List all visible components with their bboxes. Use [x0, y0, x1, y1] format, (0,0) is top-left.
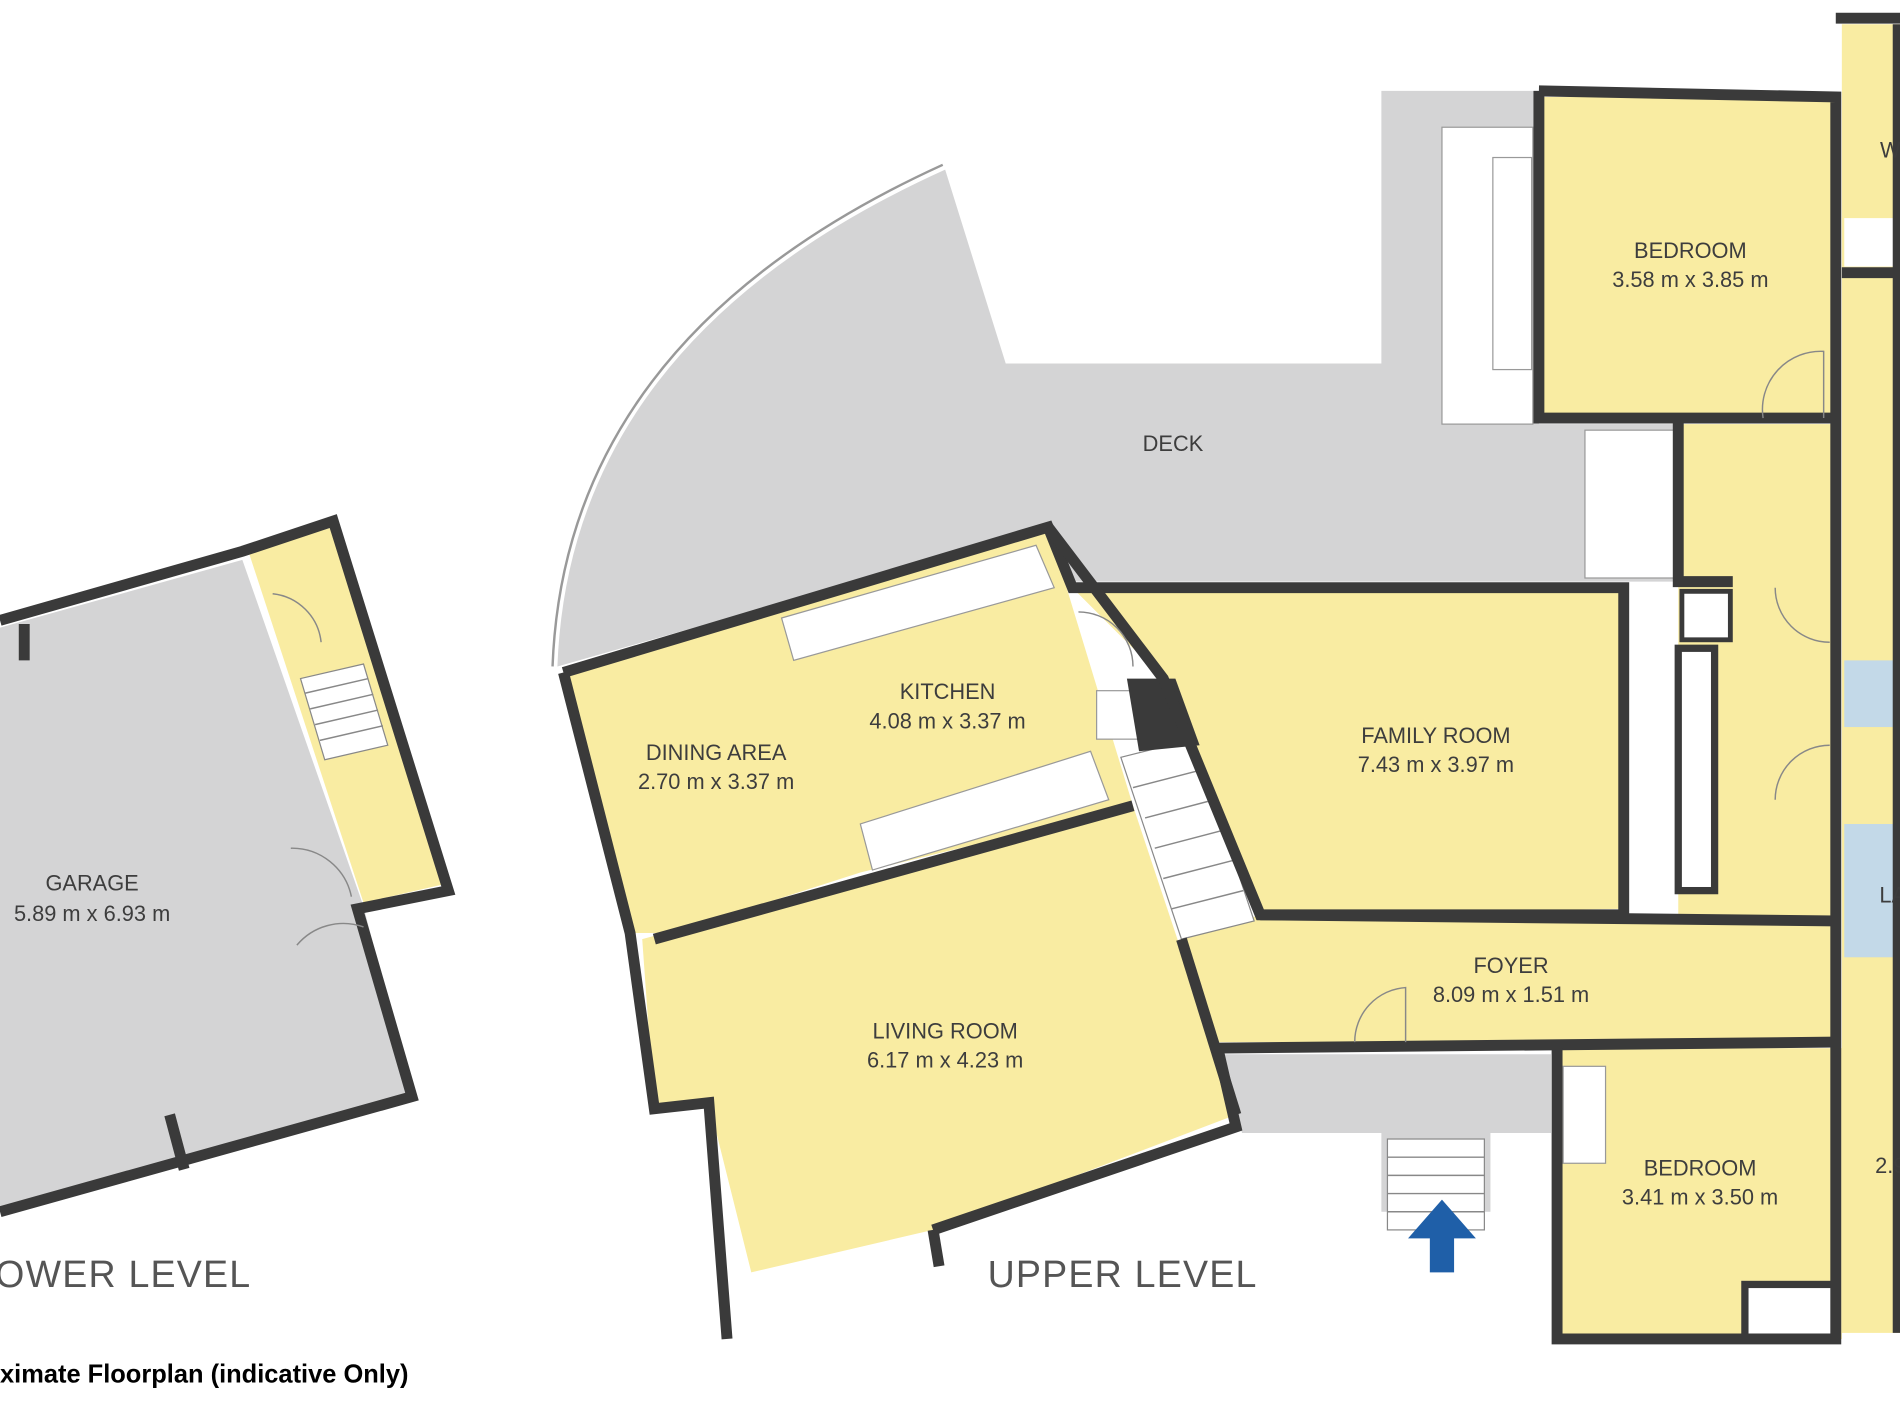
family-size: 7.43 m x 3.97 m — [1358, 752, 1514, 777]
family-room — [1072, 587, 1624, 915]
bathroom — [1844, 660, 1900, 728]
bedroom-bottom-name: BEDROOM — [1644, 1155, 1757, 1180]
living-room — [642, 805, 1236, 1273]
garage-size: 5.89 m x 6.93 m — [14, 901, 170, 926]
dining-size: 2.70 m x 3.37 m — [638, 769, 794, 794]
laundry — [1844, 823, 1900, 958]
garage-name: GARAGE — [45, 871, 138, 896]
living-name: LIVING ROOM — [872, 1018, 1017, 1043]
dining-name: DINING AREA — [646, 740, 787, 765]
partial-room-la: LA — [1879, 883, 1900, 908]
bedroom-top-name: BEDROOM — [1634, 238, 1747, 263]
bedroom-top-size: 3.58 m x 3.85 m — [1612, 267, 1768, 292]
porch — [1217, 1054, 1552, 1212]
entry-arrow-icon — [1408, 1199, 1476, 1273]
partial-room-w: W — [1880, 138, 1900, 163]
bedroom-bottom-size: 3.41 m x 3.50 m — [1622, 1184, 1778, 1209]
foyer-size: 8.09 m x 1.51 m — [1433, 982, 1589, 1007]
lower-level-title: OWER LEVEL — [0, 1253, 251, 1295]
foyer — [1181, 914, 1836, 1043]
upper-level-title: UPPER LEVEL — [988, 1253, 1258, 1295]
bedroom-top — [1538, 96, 1836, 419]
upper-level — [551, 12, 1900, 1345]
kitchen-name: KITCHEN — [900, 679, 996, 704]
foyer-name: FOYER — [1473, 953, 1548, 978]
disclaimer-note: ximate Floorplan (indicative Only) — [0, 1361, 409, 1389]
lower-level: GARAGE 5.89 m x 6.93 m — [0, 514, 456, 1217]
partial-room-size: 2.9 — [1875, 1153, 1900, 1178]
garage-stairs — [299, 663, 389, 761]
deck-area — [557, 90, 1679, 667]
kitchen-size: 4.08 m x 3.37 m — [869, 708, 1025, 733]
deck-step-2 — [1584, 429, 1677, 579]
deck-name: DECK — [1143, 431, 1204, 456]
family-name: FAMILY ROOM — [1361, 723, 1510, 748]
living-size: 6.17 m x 4.23 m — [867, 1048, 1023, 1073]
garage-area — [0, 559, 412, 1212]
